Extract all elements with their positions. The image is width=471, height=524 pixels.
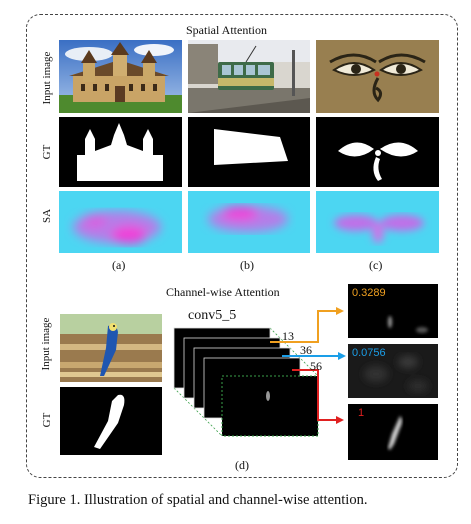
input-image-building: [59, 40, 182, 113]
input-image-tram: [188, 40, 310, 113]
channel-map-13: 0.3289: [348, 284, 438, 338]
sublabel-d: (d): [235, 458, 249, 472]
gt-mask-building: [59, 117, 182, 187]
channel-index-36: 36: [300, 343, 312, 357]
sa-map-building: [59, 191, 182, 253]
channel-map-56: 1: [348, 404, 438, 460]
input-image-parrot: [60, 314, 162, 382]
spatial-attention-title: Spatial Attention: [186, 23, 267, 37]
gt-mask-eyes: [316, 117, 439, 187]
channel-weight-13: 0.3289: [352, 287, 386, 299]
layer-label: conv5_5: [188, 308, 237, 323]
row-label-input-image-bottom: Input image: [40, 317, 52, 371]
channel-attention-title: Channel-wise Attention: [166, 285, 280, 299]
figure-frame: [26, 14, 458, 478]
row-label-gt-bottom: GT: [41, 412, 53, 428]
feature-map-stack: [170, 322, 320, 442]
channel-index-56: 56: [310, 359, 322, 373]
sublabel-b: (b): [240, 258, 254, 272]
row-label-input-image: Input image: [41, 51, 53, 105]
channel-weight-36: 0.0756: [352, 347, 386, 359]
channel-index-13: 13: [282, 329, 294, 343]
sublabel-c: (c): [369, 258, 383, 272]
channel-weight-56: 1: [358, 407, 365, 419]
gt-mask-parrot: [60, 387, 162, 455]
sublabel-a: (a): [112, 258, 126, 272]
gt-mask-tram: [188, 117, 310, 187]
row-label-sa: SA: [41, 208, 53, 224]
row-label-gt: GT: [41, 144, 53, 160]
figure-caption: Figure 1. Illustration of spatial and ch…: [28, 492, 368, 508]
sa-map-tram: [188, 191, 310, 253]
channel-map-36: 0.0756: [348, 344, 438, 398]
input-image-eyes: [316, 40, 439, 113]
sa-map-eyes: [316, 191, 439, 253]
